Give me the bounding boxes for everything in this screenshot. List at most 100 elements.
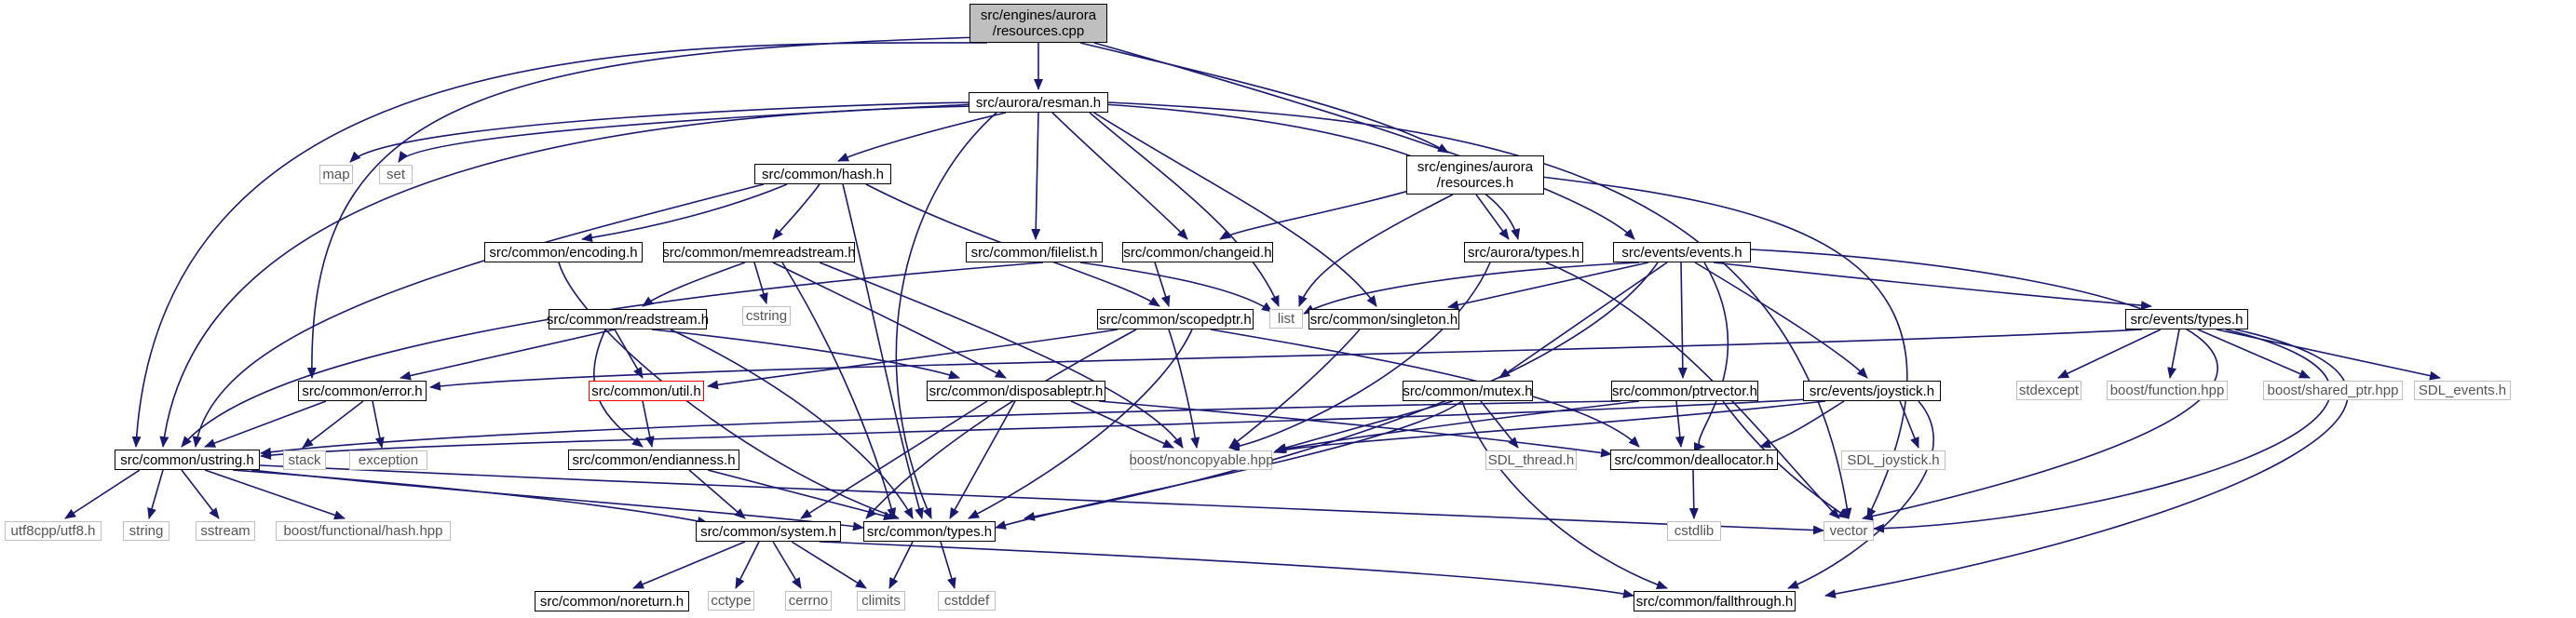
dependency-edge xyxy=(1228,329,1361,449)
dependency-edge xyxy=(1070,400,1174,449)
node-hash-h[interactable]: src/common/hash.h xyxy=(754,164,891,184)
node-singleton-h[interactable]: src/common/singleton.h xyxy=(1308,309,1459,329)
node-types-h[interactable]: src/common/types.h xyxy=(863,521,996,542)
dependency-edge xyxy=(260,400,1621,457)
dependency-edge xyxy=(1475,194,1510,240)
dependency-edge xyxy=(772,541,802,589)
node-stack: stack xyxy=(283,450,326,470)
dependency-edge xyxy=(1168,329,1200,449)
dependency-edge xyxy=(1228,262,1491,452)
dependency-edge xyxy=(1154,262,1171,307)
dependency-edge xyxy=(1298,194,1454,307)
dependency-edge xyxy=(204,400,327,448)
node-exception: exception xyxy=(349,450,427,470)
node-map: map xyxy=(319,165,353,184)
dependency-edge xyxy=(2197,329,2311,379)
node-cerrno: cerrno xyxy=(785,591,832,611)
dependency-edge xyxy=(306,36,983,379)
dependency-edge xyxy=(260,397,1826,460)
node-fallthrough-h[interactable]: src/common/fallthrough.h xyxy=(1634,591,1796,611)
node-events-h[interactable]: src/events/events.h xyxy=(1613,242,1751,262)
node-deallocator-h[interactable]: src/common/deallocator.h xyxy=(1610,450,1778,470)
node-system-h[interactable]: src/common/system.h xyxy=(696,521,841,542)
node-events-types-h[interactable]: src/events/types.h xyxy=(2125,309,2248,329)
node-ustring-h[interactable]: src/common/ustring.h xyxy=(115,450,260,470)
node-stdexcept: stdexcept xyxy=(2016,381,2081,400)
dependency-edge xyxy=(968,329,1193,519)
node-memreadstream-h[interactable]: src/common/memreadstream.h xyxy=(662,242,856,262)
dependency-edge xyxy=(1713,262,2152,311)
dependency-edge xyxy=(1694,262,1868,379)
dependency-edge xyxy=(1079,262,1273,313)
node-changeid-h[interactable]: src/common/changeid.h xyxy=(1122,242,1273,262)
node-sdl-thread: SDL_thread.h xyxy=(1485,450,1577,470)
dependency-edge xyxy=(1759,400,1845,449)
dependency-edge xyxy=(1024,262,1659,521)
dependency-edge xyxy=(888,541,914,589)
dependency-edge xyxy=(800,400,988,519)
dependency-edge xyxy=(302,400,364,449)
dependency-edge xyxy=(781,262,897,519)
node-resources-h[interactable]: src/engines/aurora /resources.h xyxy=(1406,155,1544,195)
node-cstddef: cstddef xyxy=(938,591,996,611)
dependency-edge xyxy=(1093,42,1635,240)
dependency-edge xyxy=(181,469,220,519)
dependency-edge xyxy=(1540,176,1908,519)
node-vector: vector xyxy=(1824,521,1874,541)
node-joystick-h[interactable]: src/events/joystick.h xyxy=(1803,381,1941,401)
node-ptrvector-h[interactable]: src/common/ptrvector.h xyxy=(1611,381,1758,401)
dependency-edge xyxy=(1103,103,1521,240)
node-sdl-joystick: SDL_joystick.h xyxy=(1841,450,1946,470)
node-readstream-h[interactable]: src/common/readstream.h xyxy=(547,309,709,329)
dependency-edge xyxy=(791,541,867,589)
dependency-edge xyxy=(651,329,960,380)
dependency-edge xyxy=(1677,262,1688,379)
node-error-h[interactable]: src/common/error.h xyxy=(298,381,427,401)
node-cstring: cstring xyxy=(742,306,791,326)
dependency-edge xyxy=(940,541,956,589)
dependency-edge xyxy=(192,183,765,448)
node-boost-noncopyable: boost/noncopyable.hpp xyxy=(1129,450,1274,470)
node-encoding-h[interactable]: src/common/encoding.h xyxy=(484,242,643,262)
dependency-edge xyxy=(372,400,385,449)
dependency-edge xyxy=(1273,400,1826,454)
dependency-edge xyxy=(842,183,924,519)
node-string: string xyxy=(123,521,169,541)
node-set: set xyxy=(379,165,413,184)
node-scopedptr-h[interactable]: src/common/scopedptr.h xyxy=(1097,309,1254,329)
node-mutex-h[interactable]: src/common/mutex.h xyxy=(1403,381,1533,401)
node-resources-cpp[interactable]: src/engines/aurora /resources.cpp xyxy=(969,4,1107,43)
dependency-edge xyxy=(632,541,746,589)
dependency-edge xyxy=(232,469,709,526)
node-disposableptr-h[interactable]: src/common/disposableptr.h xyxy=(927,381,1105,401)
dependency-edge xyxy=(837,112,1007,162)
dependency-edge xyxy=(614,329,644,379)
node-resman-h[interactable]: src/aurora/resman.h xyxy=(969,92,1108,113)
dependency-edge xyxy=(642,262,746,307)
dependency-edge xyxy=(707,469,895,521)
node-endianness-h[interactable]: src/common/endianness.h xyxy=(568,450,739,470)
dependency-edge xyxy=(1873,329,2331,533)
dependency-edge xyxy=(1275,400,1640,454)
dependency-edge xyxy=(865,329,1137,519)
node-climits: climits xyxy=(857,591,905,611)
dependency-edge xyxy=(735,541,760,589)
dependency-edge xyxy=(707,329,1119,390)
node-sdl-events: SDL_events.h xyxy=(2414,381,2511,400)
node-cstdlib: cstdlib xyxy=(1667,521,1721,541)
node-noreturn-h[interactable]: src/common/noreturn.h xyxy=(535,591,689,611)
node-boost-function: boost/function.hpp xyxy=(2107,381,2228,400)
dependency-edge xyxy=(1089,109,1377,307)
node-aurora-types-h[interactable]: src/aurora/types.h xyxy=(1464,242,1583,262)
node-util-h[interactable]: src/common/util.h xyxy=(589,381,704,401)
dependency-edge xyxy=(1688,469,1699,519)
dependency-edge xyxy=(1447,262,1649,310)
dependency-edge xyxy=(2216,329,2441,381)
dependency-edge xyxy=(204,469,346,520)
node-filelist-h[interactable]: src/common/filelist.h xyxy=(966,242,1103,262)
dependency-edge xyxy=(1480,400,1519,449)
dependency-edge xyxy=(688,469,746,519)
dependency-edge xyxy=(400,329,616,381)
